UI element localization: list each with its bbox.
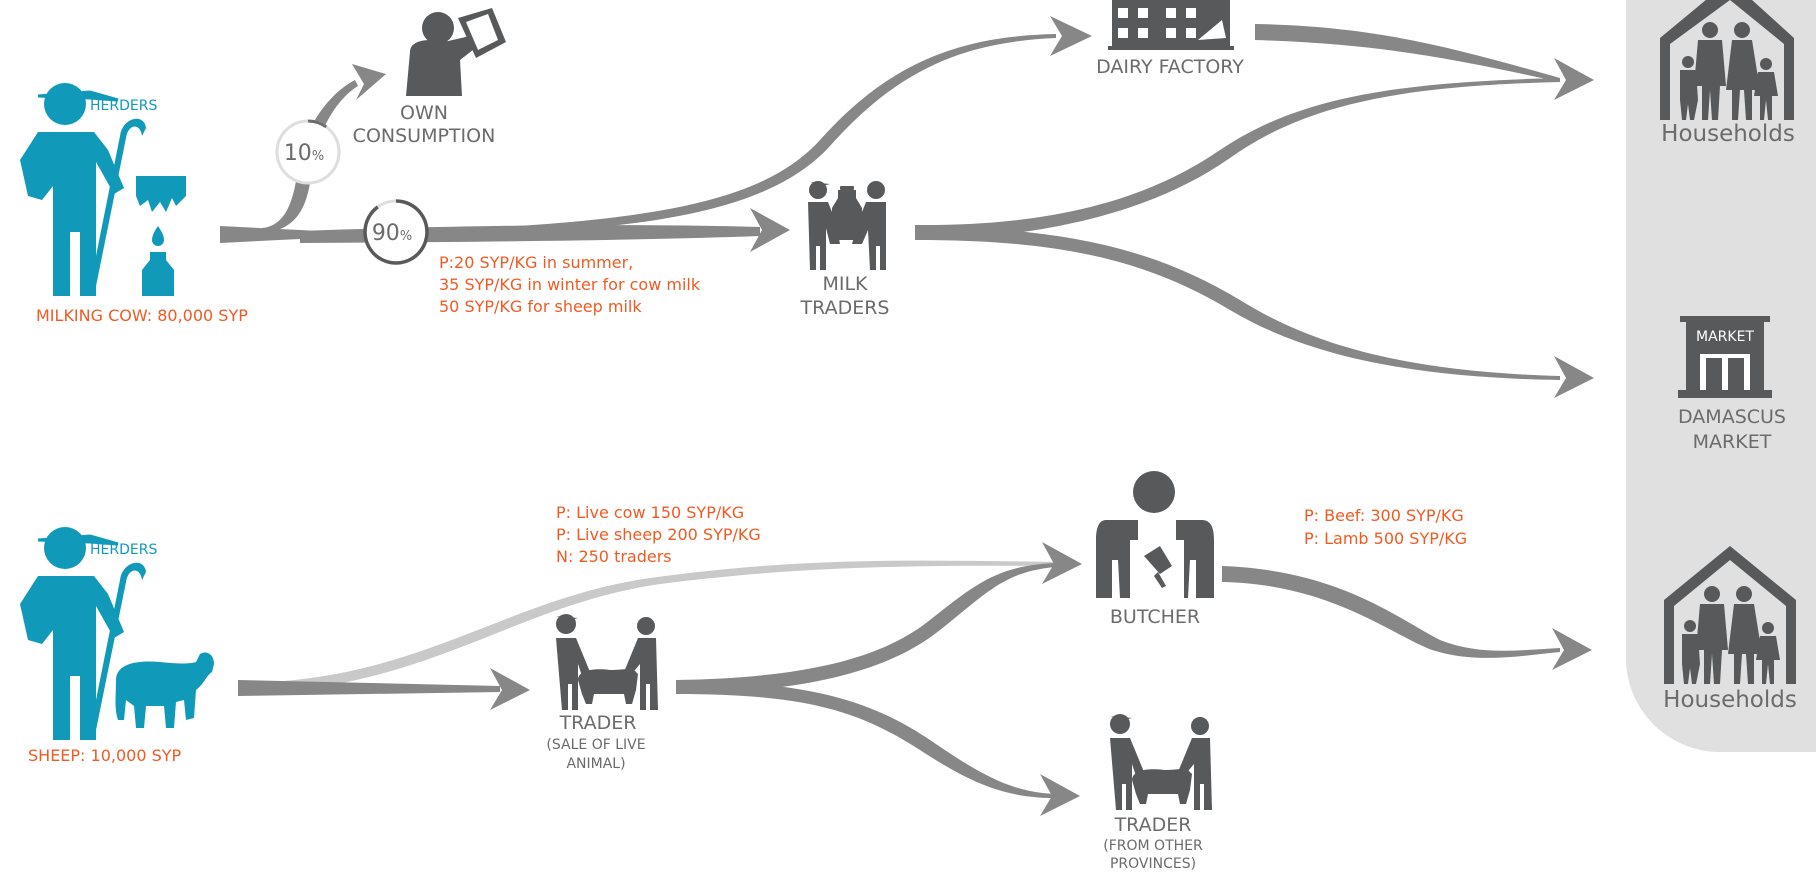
share-sold-value: 90 bbox=[372, 221, 400, 246]
meat-price-line-1: P: Beef: 300 SYP/KG bbox=[1304, 506, 1464, 525]
share-sold-unit: % bbox=[400, 229, 412, 244]
live-price-line-3: N: 250 traders bbox=[556, 547, 672, 566]
herders-label-milk: HERDERS bbox=[90, 98, 158, 114]
flow-herders-to-trader bbox=[238, 680, 500, 696]
flow-traders-to-households bbox=[915, 78, 1560, 240]
flow-herders-to-butcher bbox=[238, 560, 1055, 694]
market-sign-label: MARKET bbox=[1696, 329, 1754, 345]
butcher-icon bbox=[1096, 471, 1214, 600]
milk-price-line-1: P:20 SYP/KG in summer, bbox=[439, 253, 634, 272]
meat-flows bbox=[238, 542, 1592, 816]
arrowhead-own-consumption bbox=[352, 64, 386, 100]
share-own-value: 10 bbox=[284, 141, 312, 166]
trader-other-icon bbox=[1110, 714, 1212, 810]
arrowhead-milk-traders bbox=[750, 208, 790, 252]
arrowhead-households-bottom bbox=[1552, 628, 1592, 670]
live-price-line-2: P: Live sheep 200 SYP/KG bbox=[556, 525, 761, 544]
trader-live-label: TRADER bbox=[559, 712, 637, 734]
flow-dairy-to-households bbox=[1255, 24, 1560, 82]
meat-price-line-2: P: Lamb 500 SYP/KG bbox=[1304, 529, 1468, 548]
trader-live-icon bbox=[556, 614, 658, 710]
dairy-factory-label: DAIRY FACTORY bbox=[1096, 56, 1244, 78]
trader-other-label: TRADER bbox=[1114, 814, 1192, 836]
own-consumption-icon bbox=[406, 8, 506, 96]
sheep-price: SHEEP: 10,000 SYP bbox=[28, 746, 182, 765]
flow-traders-to-market bbox=[915, 226, 1560, 380]
milking-cow-price: MILKING COW: 80,000 SYP bbox=[36, 306, 248, 325]
households-top-label: Households bbox=[1661, 121, 1795, 147]
households-top-icon bbox=[1660, 0, 1794, 120]
trader-other-sub-1: (FROM OTHER bbox=[1103, 838, 1203, 854]
trader-other-sub-2: PROVINCES) bbox=[1109, 856, 1197, 872]
herder-sheep-icon bbox=[20, 527, 214, 740]
arrowhead-dairy-factory bbox=[1050, 16, 1092, 56]
market-icon bbox=[1678, 316, 1772, 398]
svg-text:10%: 10% bbox=[284, 141, 324, 166]
share-own-unit: % bbox=[312, 149, 324, 164]
damascus-market-label-2: MARKET bbox=[1692, 431, 1772, 453]
flow-butcher-to-households bbox=[1222, 566, 1560, 658]
damascus-market-label-1: DAMASCUS bbox=[1678, 406, 1786, 428]
own-consumption-label-2: CONSUMPTION bbox=[352, 125, 496, 147]
households-bottom-label: Households bbox=[1663, 687, 1797, 713]
flow-trader-to-other-trader bbox=[676, 680, 1055, 798]
share-own-consumption: 10% bbox=[275, 119, 341, 185]
arrowhead-trader bbox=[490, 668, 530, 710]
flow-trader-to-butcher bbox=[676, 563, 1055, 694]
herders-label-sheep: HERDERS bbox=[90, 542, 158, 558]
milk-price-line-3: 50 SYP/KG for sheep milk bbox=[439, 297, 642, 316]
own-consumption-label-1: OWN bbox=[400, 102, 448, 124]
milk-price-line-2: 35 SYP/KG in winter for cow milk bbox=[439, 275, 701, 294]
live-price-line-1: P: Live cow 150 SYP/KG bbox=[556, 503, 745, 522]
herder-milking-icon bbox=[20, 83, 186, 296]
households-bottom-icon bbox=[1664, 546, 1796, 684]
svg-text:90%: 90% bbox=[372, 221, 412, 246]
trader-live-sub-2: ANIMAL) bbox=[566, 756, 626, 772]
flow-herders-to-split bbox=[220, 226, 320, 243]
milk-traders-label-2: TRADERS bbox=[800, 297, 890, 319]
milk-traders-icon bbox=[808, 181, 886, 270]
share-sold: 90% bbox=[363, 199, 429, 265]
milk-traders-label-1: MILK bbox=[822, 273, 868, 295]
arrowhead-other-trader bbox=[1040, 774, 1080, 816]
arrowhead-market bbox=[1554, 356, 1594, 398]
trader-live-sub-1: (SALE OF LIVE bbox=[546, 737, 646, 753]
butcher-label: BUTCHER bbox=[1109, 606, 1201, 628]
arrowhead-butcher bbox=[1042, 542, 1082, 584]
arrowhead-households-top bbox=[1554, 58, 1594, 100]
dairy-factory-icon bbox=[1108, 0, 1234, 50]
flow-to-dairy-factory bbox=[420, 34, 1056, 236]
